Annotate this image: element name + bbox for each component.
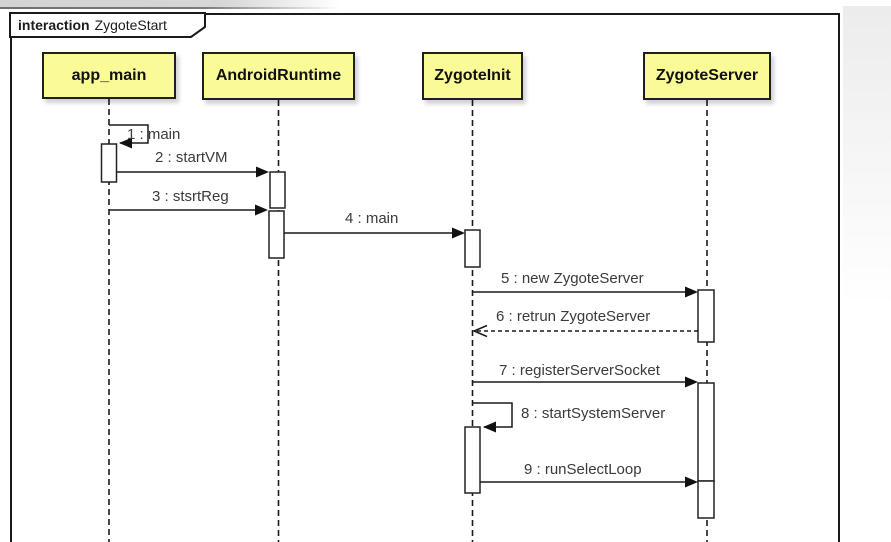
arrowhead-1 [119, 137, 132, 149]
lifeline-head-app-main: app_main [42, 52, 176, 99]
lifeline-name: app_main [71, 66, 147, 84]
window-top-edge [0, 0, 340, 7]
message-line-8-self-startsystemserver [472, 402, 513, 428]
lifeline-head-zygoteinit: ZygoteInit [422, 52, 523, 100]
arrowhead-4 [452, 227, 465, 239]
activation-androidruntime-2 [268, 210, 285, 259]
arrowhead-7 [685, 376, 698, 388]
activation-app-main-1 [100, 143, 118, 183]
message-lines [109, 124, 698, 483]
message-label-3: 3 : stsrtReg [152, 188, 229, 205]
message-label-8: 8 : startSystemServer [521, 405, 666, 422]
arrowhead-3 [255, 204, 268, 216]
message-label-4: 4 : main [345, 210, 399, 227]
canvas-right-margin [843, 6, 891, 306]
arrowhead-2 [256, 166, 269, 178]
lifeline-head-androidruntime: AndroidRuntime [202, 52, 355, 100]
activation-zygoteinit-1 [464, 229, 481, 268]
activations [100, 143, 715, 519]
arrowhead-5 [685, 286, 698, 298]
frame-keyword: interaction [18, 17, 90, 33]
lifeline-name: ZygoteServer [655, 67, 759, 84]
arrowhead-9 [685, 476, 698, 488]
lifeline-head-zygoteserver: ZygoteServer [643, 52, 771, 100]
message-label-6: 6 : retrun ZygoteServer [496, 308, 651, 325]
arrowhead-8 [483, 421, 496, 433]
window-top-edge-line [0, 7, 340, 9]
lifeline-name: ZygoteInit [434, 67, 511, 84]
activation-zygoteserver-3 [697, 480, 715, 519]
message-label-1: 1 : main [127, 126, 181, 143]
frame-name: ZygoteStart [94, 17, 167, 33]
activation-zygoteserver-1 [697, 289, 715, 343]
message-label-2: 2 : startVM [155, 149, 228, 166]
activation-zygoteserver-2 [697, 382, 715, 482]
lifeline-name: AndroidRuntime [215, 67, 342, 84]
message-label-7: 7 : registerServerSocket [499, 362, 660, 379]
frame-label-pentagon-shape [9, 12, 206, 38]
activation-zygoteinit-2 [464, 426, 481, 494]
frame-label-pentagon [9, 12, 206, 38]
message-label-9: 9 : runSelectLoop [524, 461, 642, 478]
open-arrowhead-6 [472, 324, 488, 338]
activation-androidruntime-1 [269, 171, 286, 209]
message-label-5: 5 : new ZygoteServer [501, 270, 644, 287]
arrowheads [119, 137, 698, 488]
message-line-1-self-main [109, 124, 149, 144]
